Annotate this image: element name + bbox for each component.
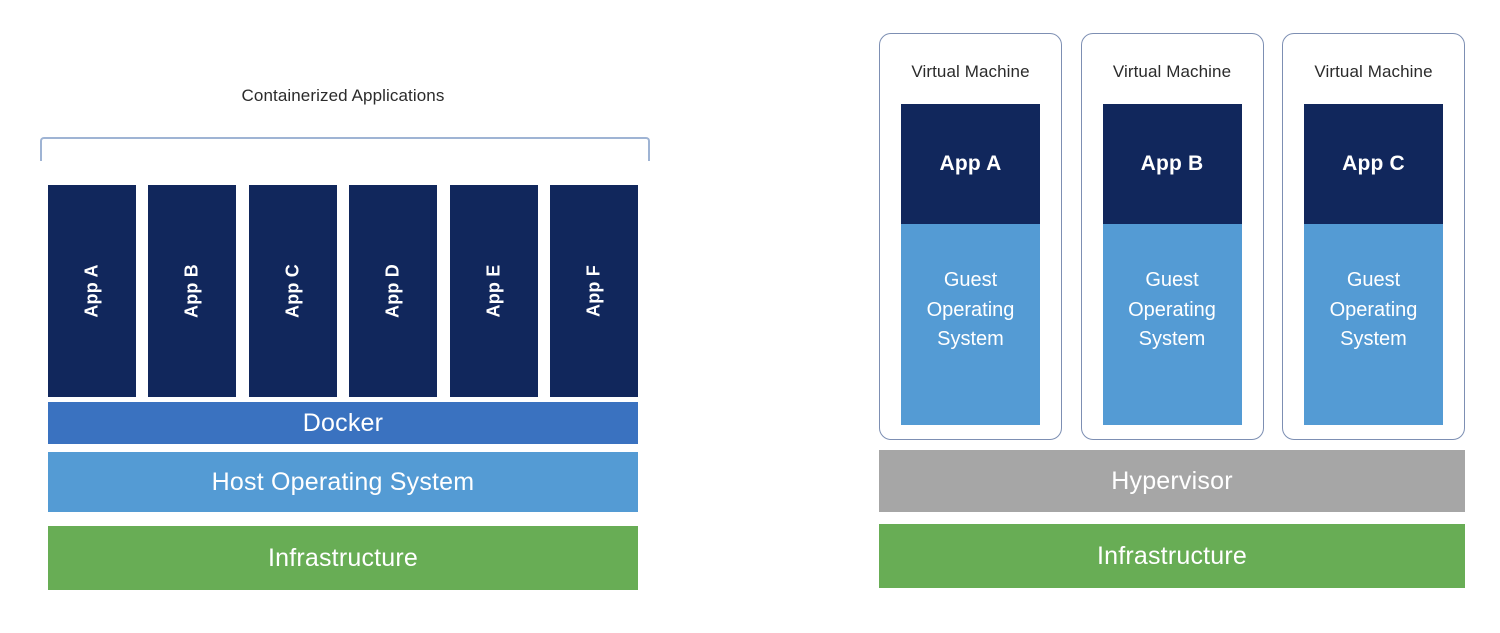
layer-host-operating-system[interactable]: Host Operating System (48, 452, 638, 512)
layer-hypervisor[interactable]: Hypervisor (879, 450, 1465, 512)
container-app-label: App C (282, 264, 303, 318)
container-app-label: App A (81, 264, 102, 318)
layer-docker-label: Docker (302, 408, 384, 437)
virtual-machine-app-box[interactable]: App C (1304, 104, 1443, 224)
layer-infrastructure-left[interactable]: Infrastructure (48, 526, 638, 590)
virtual-machine-app-label: App A (939, 152, 1002, 175)
virtual-machine-title: Virtual Machine (1112, 62, 1232, 81)
virtual-machine-title: Virtual Machine (1314, 62, 1433, 81)
virtual-machine-app-box[interactable]: App B (1102, 104, 1242, 224)
layer-host-operating-system-label: Host Operating System (211, 467, 475, 496)
virtual-machine-app-label: App C (1342, 152, 1405, 175)
layer-docker[interactable]: Docker (48, 402, 638, 444)
layer-infrastructure-left-label: Infrastructure (267, 543, 419, 572)
virtual-machine-app-box[interactable]: App A (901, 104, 1040, 224)
container-app-row: App A App B App C App D App E App F (48, 185, 638, 397)
layer-infrastructure-right-label: Infrastructure (1096, 541, 1248, 570)
container-app-box[interactable]: App D (349, 185, 438, 397)
virtual-machine-title: Virtual Machine (911, 62, 1030, 81)
layer-hypervisor-label: Hypervisor (1111, 466, 1233, 495)
containerized-applications-title: Containerized Applications (241, 86, 445, 105)
container-app-box[interactable]: App C (248, 185, 337, 397)
virtual-machine-app-label: App B (1140, 152, 1204, 175)
container-app-label: App F (583, 265, 604, 317)
container-app-label: App D (382, 264, 403, 318)
layer-infrastructure-right[interactable]: Infrastructure (879, 524, 1465, 588)
container-app-label: App E (483, 264, 504, 318)
container-app-box[interactable]: App F (549, 185, 638, 397)
container-app-box[interactable]: App A (48, 185, 136, 397)
container-app-box[interactable]: App E (449, 185, 538, 397)
containerized-applications-bracket (40, 137, 650, 161)
container-app-box[interactable]: App B (148, 185, 237, 397)
container-app-label: App B (181, 264, 202, 318)
